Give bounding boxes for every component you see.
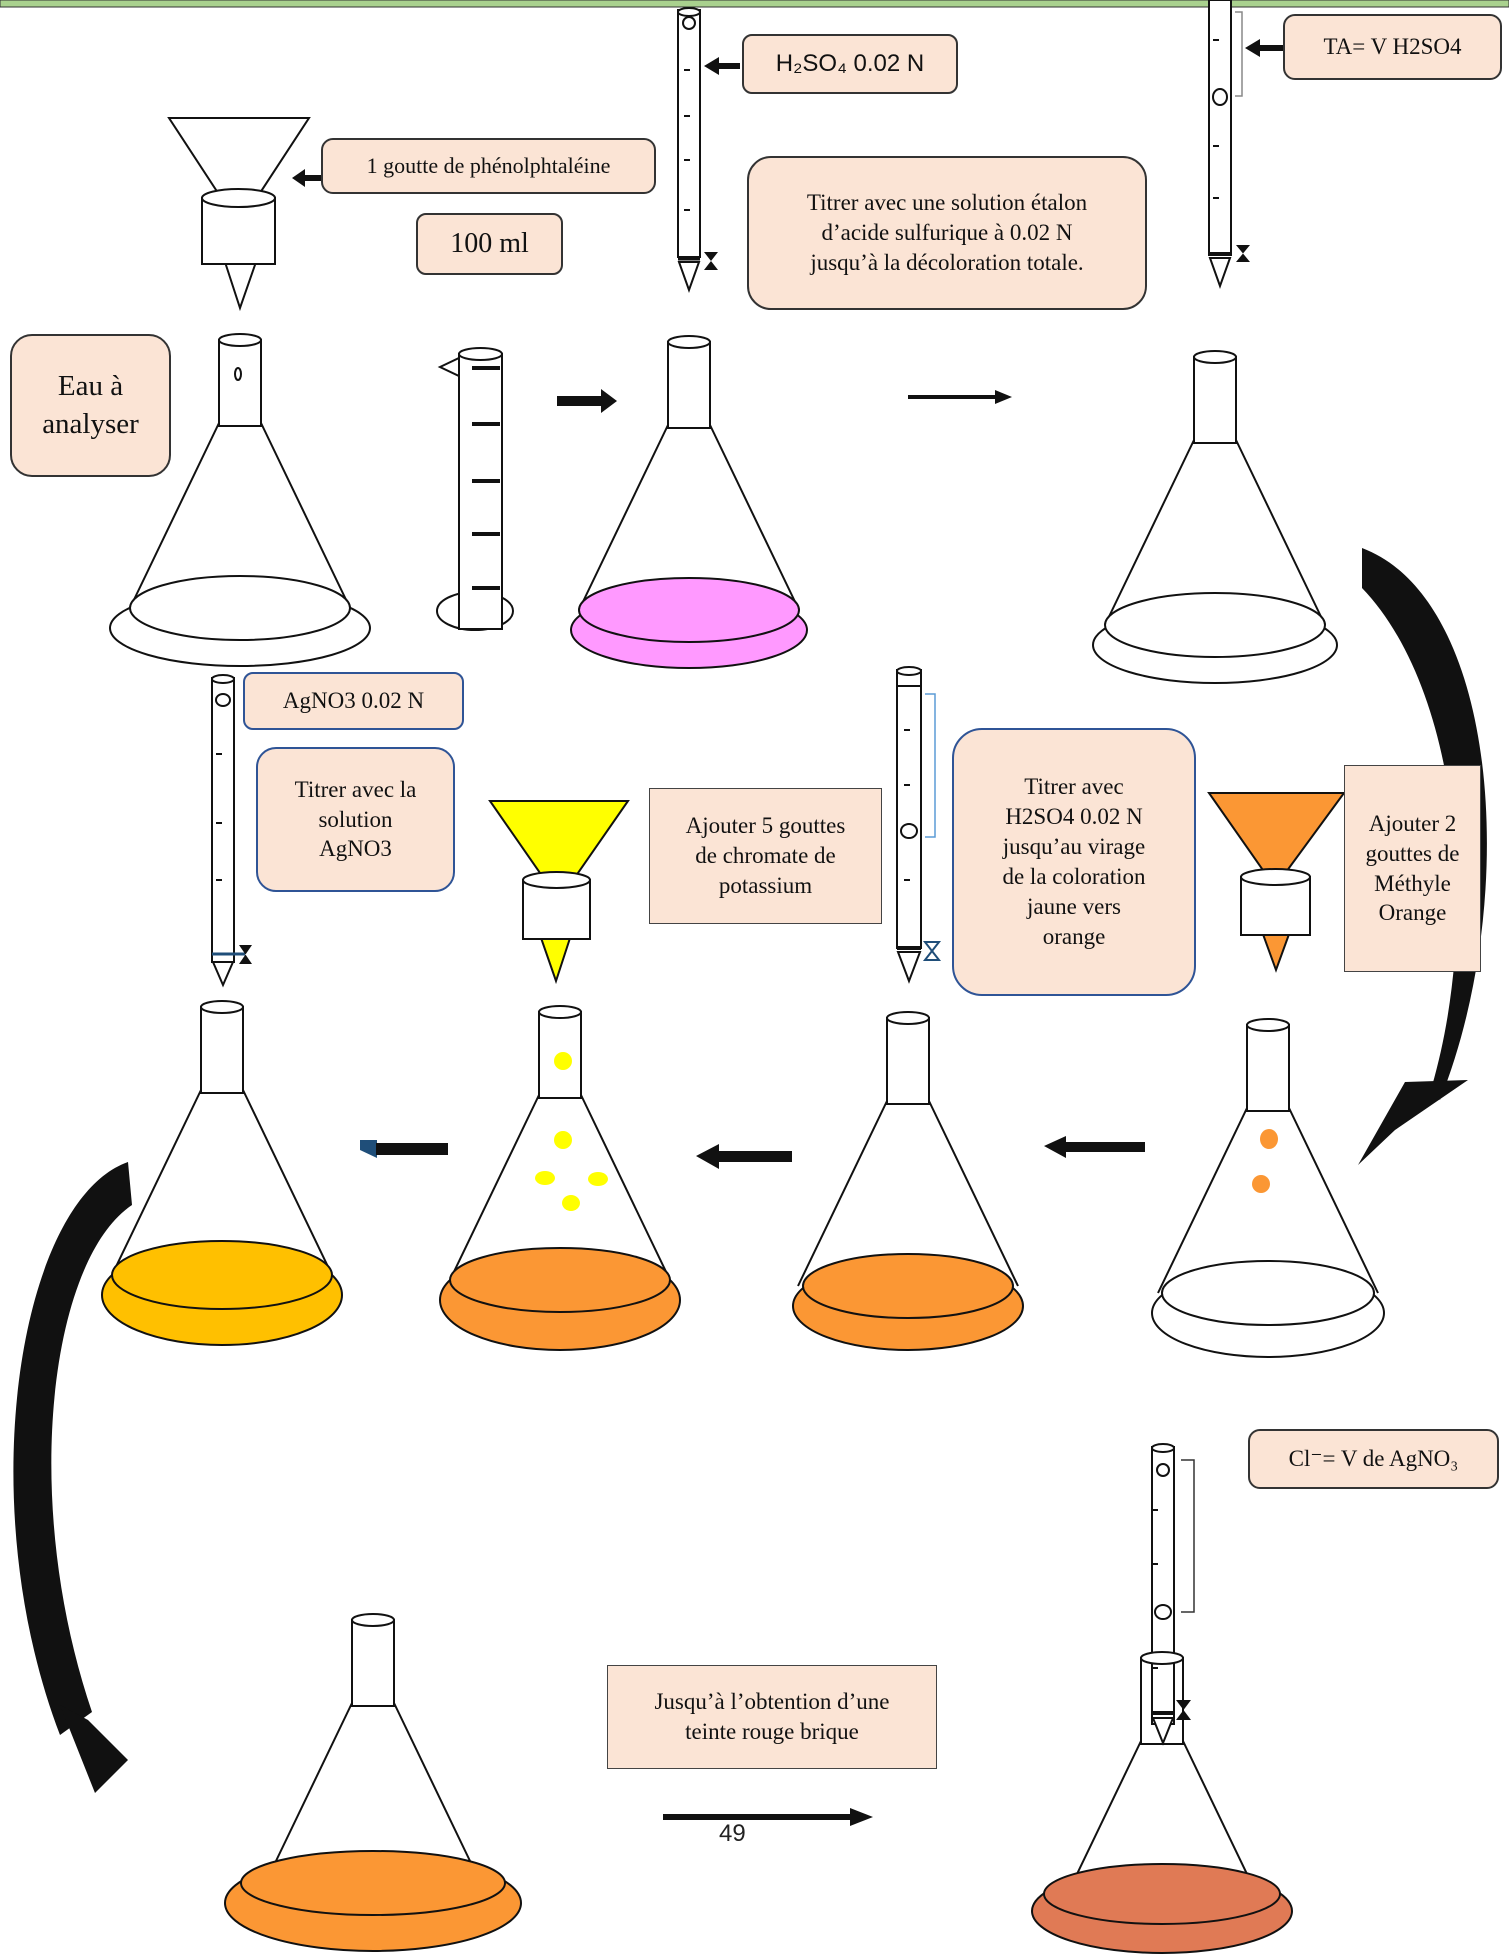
label-water-sample: Eau à analyser — [10, 334, 171, 477]
flask-pink-solution — [570, 335, 808, 669]
arrow-to-brick-flask-head — [850, 1808, 873, 1826]
graduated-cylinder — [436, 347, 514, 631]
curved-arrow-left — [13, 1162, 132, 1735]
label-h2so4-reagent: H₂SO₄ 0.02 N — [742, 34, 958, 94]
arrow-cylinder-to-flask — [557, 389, 617, 413]
burette-cl-result — [1151, 1443, 1195, 1746]
curved-arrow-right-head — [1358, 1080, 1468, 1165]
page-number: 49 — [719, 1820, 746, 1847]
arrow-to-gold-flask-shaft — [376, 1143, 448, 1155]
arrow-to-funnel — [292, 169, 322, 187]
curved-arrow-left-head — [60, 1705, 128, 1793]
arrow-to-chromate-flask — [696, 1144, 792, 1169]
flask-before-brick — [224, 1613, 522, 1952]
label-titrate-h2so4-orange: Titrer avec H2SO4 0.02 N jusqu’au virage… — [952, 728, 1196, 996]
burette-h2so4 — [677, 7, 718, 293]
arrow-to-burette-h2so4 — [704, 57, 740, 75]
arrow-to-flask-3-head — [995, 390, 1012, 404]
label-volume-100ml: 100 ml — [416, 213, 563, 275]
burette-h2so4-orange — [896, 666, 942, 984]
flask-orange-titrated — [792, 1011, 1024, 1351]
top-header-strip — [0, 0, 1509, 8]
label-titrate-agno3: Titrer avec la solution AgNO3 — [256, 747, 455, 892]
burette-agno3 — [211, 674, 252, 988]
flask-chromate-added — [439, 1005, 681, 1351]
flask-brick-red — [1031, 1651, 1293, 1954]
dropper-funnel-methyl-orange — [1207, 792, 1346, 973]
dropper-funnel-chromate — [488, 800, 630, 985]
dropper-funnel-phenolphthalein — [167, 117, 311, 312]
label-cl-result: Cl⁻= V de AgNO₃ — [1248, 1429, 1499, 1489]
label-phenolphthalein-drop: 1 goutte de phénolphtaléine — [321, 138, 656, 194]
flask-methyl-orange-added — [1151, 1018, 1385, 1358]
flask-water-sample — [109, 333, 371, 667]
flask-gold-solution — [101, 1000, 343, 1346]
label-ta-result: TA= V H2SO4 — [1283, 14, 1502, 80]
arrow-to-orange-flask — [1044, 1136, 1145, 1158]
label-brick-red: Jusqu’à l’obtention d’une teinte rouge b… — [607, 1665, 937, 1769]
label-add-chromate: Ajouter 5 gouttes de chromate de potassi… — [649, 788, 882, 924]
label-agno3-reagent: AgNO3 0.02 N — [243, 672, 464, 730]
label-add-methyl-orange: Ajouter 2 gouttes de Méthyle Orange — [1344, 765, 1481, 972]
label-titrate-h2so4-pink: Titrer avec une solution étalon d’acide … — [747, 156, 1147, 310]
flask-decolored — [1092, 350, 1338, 684]
arrow-to-burette-ta — [1245, 39, 1284, 57]
burette-ta-result — [1208, 0, 1250, 289]
